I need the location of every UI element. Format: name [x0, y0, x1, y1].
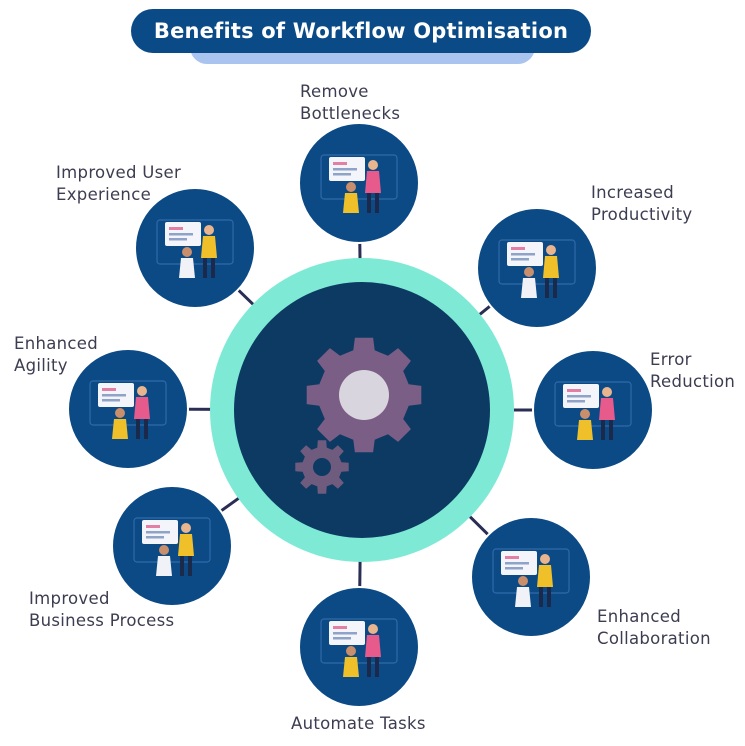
title-banner: Benefits of Workflow Optimisation — [0, 0, 745, 70]
small-gear-hole — [313, 458, 331, 476]
charts-woman-illustration — [498, 239, 576, 298]
gears-icon — [295, 337, 422, 494]
label-automate-tasks: Automate Tasks — [291, 714, 426, 733]
node-error-reduction — [532, 349, 654, 471]
whiteboard-discussion-illustration — [554, 381, 632, 440]
presentation-people-illustration — [320, 154, 398, 213]
label-improved-business-process: Improved Business Process — [29, 589, 175, 630]
video-call-illustration — [492, 548, 570, 607]
benefit-nodes — [67, 122, 654, 708]
label-increased-productivity: Increased Productivity — [591, 183, 693, 224]
node-automate-tasks — [298, 586, 420, 708]
node-circle — [111, 485, 233, 607]
node-remove-bottlenecks — [298, 122, 420, 244]
profile-card-illustration — [133, 517, 211, 576]
node-increased-productivity — [476, 207, 598, 329]
node-circle — [532, 349, 654, 471]
label-remove-bottlenecks: Remove Bottlenecks — [300, 82, 401, 123]
node-improved-business-process — [111, 485, 233, 607]
label-improved-user-experience: Improved User Experience — [56, 163, 182, 204]
pie-chart-team-illustration — [89, 380, 167, 439]
node-enhanced-collaboration — [470, 516, 592, 638]
node-enhanced-agility — [67, 348, 189, 470]
laptop-worker-illustration — [320, 618, 398, 677]
node-circle — [298, 586, 420, 708]
large-gear-hole — [339, 370, 389, 420]
node-circle — [476, 207, 598, 329]
page-title: Benefits of Workflow Optimisation — [131, 9, 591, 53]
node-circle — [67, 348, 189, 470]
label-enhanced-collaboration: Enhanced Collaboration — [597, 607, 711, 648]
node-circle — [134, 187, 256, 309]
node-circle — [470, 516, 592, 638]
label-error-reduction: Error Reduction — [650, 350, 736, 391]
web-browser-illustration — [156, 219, 234, 278]
node-improved-user-experience — [134, 187, 256, 309]
label-enhanced-agility: Enhanced Agility — [14, 334, 99, 375]
node-circle — [298, 122, 420, 244]
